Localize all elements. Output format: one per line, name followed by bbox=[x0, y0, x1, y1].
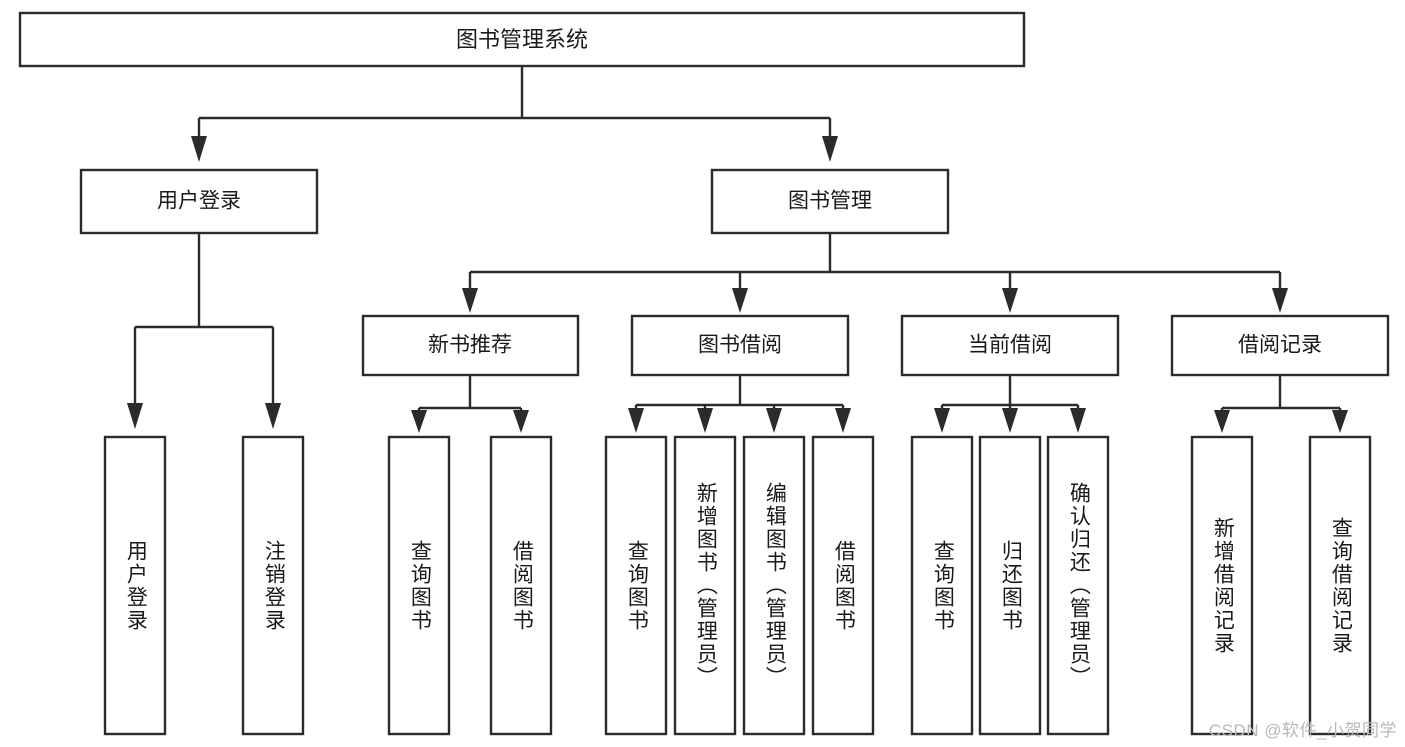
node-book-borrow[interactable]: 图书借阅 bbox=[630, 314, 850, 377]
node-current-borrow-box[interactable] bbox=[900, 314, 1120, 377]
watermark-text: CSDN @软件_小贺同学 bbox=[1208, 721, 1397, 740]
leaf-box-cb-return-book[interactable] bbox=[978, 435, 1042, 736]
leaf-boxes-borrow-record bbox=[1190, 435, 1372, 736]
leaf-box-nb-borrow-book[interactable] bbox=[489, 435, 553, 736]
node-root-label: 图书管理系统 bbox=[456, 27, 588, 52]
node-root[interactable]: 图书管理系统 bbox=[18, 11, 1026, 68]
leaf-box-cb-confirm-return[interactable] bbox=[1046, 435, 1110, 736]
node-book-borrow-label: 图书借阅 bbox=[698, 334, 782, 357]
arrow-head-bb-edit-book bbox=[766, 408, 782, 433]
arrow-head-bb-add-book bbox=[697, 408, 713, 433]
arrow-head-book-borrow bbox=[732, 288, 748, 313]
node-borrow-record-box[interactable] bbox=[1170, 314, 1390, 377]
arrow-head-nb-query-book bbox=[411, 410, 427, 433]
node-book-borrow-box[interactable] bbox=[630, 314, 850, 377]
arrow-head-br-add-record bbox=[1214, 410, 1230, 433]
node-new-book-recommend-box[interactable] bbox=[361, 314, 580, 377]
leaf-box-nb-query-book[interactable] bbox=[387, 435, 451, 736]
connector-group-root bbox=[191, 66, 838, 162]
leaf-box-user-login[interactable] bbox=[103, 435, 167, 736]
leaf-boxes-user-login bbox=[103, 435, 305, 736]
node-current-borrow[interactable]: 当前借阅 bbox=[900, 314, 1120, 377]
connector-group-book-borrow bbox=[628, 375, 851, 433]
node-user-login[interactable]: 用户登录 bbox=[79, 168, 319, 235]
arrow-head-book-manage bbox=[822, 136, 838, 162]
node-root-box[interactable] bbox=[18, 11, 1026, 68]
leaf-box-bb-query-book[interactable] bbox=[604, 435, 668, 736]
arrow-head-br-query-record bbox=[1332, 410, 1348, 433]
connector-group-book-manage bbox=[462, 233, 1288, 313]
leaf-box-br-query-record[interactable] bbox=[1308, 435, 1372, 736]
node-user-login-label: 用户登录 bbox=[157, 190, 241, 213]
leaf-boxes-new-book-recommend bbox=[387, 435, 553, 736]
leaf-box-logout[interactable] bbox=[241, 435, 305, 736]
node-book-manage[interactable]: 图书管理 bbox=[710, 168, 950, 235]
leaf-box-bb-add-book[interactable] bbox=[673, 435, 737, 736]
arrow-head-leaf-logout bbox=[265, 403, 281, 429]
node-user-login-box[interactable] bbox=[79, 168, 319, 235]
arrow-head-borrow-record bbox=[1272, 288, 1288, 313]
arrow-head-user-login bbox=[191, 136, 207, 162]
arrow-head-bb-borrow-book bbox=[835, 408, 851, 433]
arrow-head-nb-borrow-book bbox=[513, 410, 529, 433]
connector-group-new-book-recommend bbox=[411, 375, 529, 433]
arrow-head-leaf-user-login bbox=[127, 403, 143, 429]
node-book-manage-label: 图书管理 bbox=[788, 190, 872, 213]
node-current-borrow-label: 当前借阅 bbox=[968, 334, 1052, 357]
arrow-head-current-borrow bbox=[1002, 288, 1018, 313]
connector-group-current-borrow bbox=[934, 375, 1086, 433]
arrow-head-new-book-recommend bbox=[462, 288, 478, 313]
node-new-book-recommend-label: 新书推荐 bbox=[428, 334, 512, 357]
leaf-boxes-book-borrow bbox=[604, 435, 875, 736]
connector-group-borrow-record bbox=[1214, 375, 1348, 433]
node-book-manage-box[interactable] bbox=[710, 168, 950, 235]
leaf-box-bb-edit-book[interactable] bbox=[742, 435, 806, 736]
arrow-head-bb-query-book bbox=[628, 408, 644, 433]
leaf-boxes-current-borrow bbox=[910, 435, 1110, 736]
leaf-box-bb-borrow-book[interactable] bbox=[811, 435, 875, 736]
arrow-head-cb-confirm-return bbox=[1070, 408, 1086, 433]
leaf-box-cb-query-book[interactable] bbox=[910, 435, 974, 736]
node-borrow-record[interactable]: 借阅记录 bbox=[1170, 314, 1390, 377]
node-new-book-recommend[interactable]: 新书推荐 bbox=[361, 314, 580, 377]
arrow-head-cb-query-book bbox=[934, 408, 950, 433]
connector-group-user-login bbox=[127, 233, 281, 429]
node-borrow-record-label: 借阅记录 bbox=[1238, 334, 1322, 357]
arrow-head-cb-return-book bbox=[1002, 408, 1018, 433]
leaf-box-br-add-record[interactable] bbox=[1190, 435, 1254, 736]
